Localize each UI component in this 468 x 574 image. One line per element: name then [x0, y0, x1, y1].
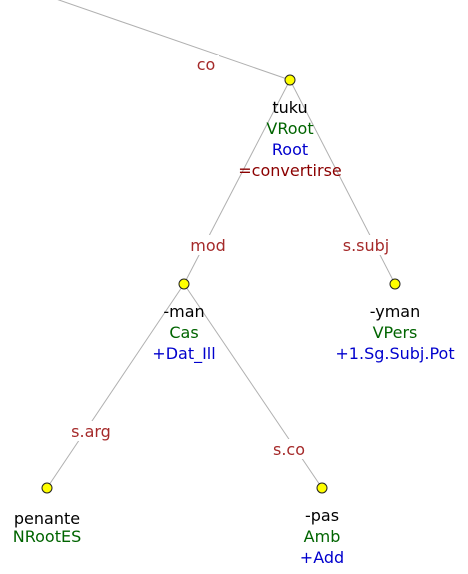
- edge-label-mod: mod: [190, 236, 226, 255]
- node-features-man: +Dat_Ill: [152, 344, 215, 364]
- node-word-penante: penante: [14, 509, 80, 528]
- edge-man-penante: [46, 283, 185, 489]
- node-dot-tuku[interactable]: [284, 74, 296, 86]
- edge-label-bg: [340, 235, 392, 255]
- node-pos-penante: NRootES: [13, 527, 81, 546]
- edge-incoming: [57, 0, 291, 81]
- node-pos-man: Cas: [169, 323, 198, 342]
- node-pos-pas: Amb: [304, 527, 341, 546]
- node-features-pas: +Add: [300, 548, 344, 567]
- edge-label-co: co: [197, 55, 216, 74]
- edge-label-bg: [193, 55, 219, 75]
- edge-label-s-arg: s.arg: [71, 422, 111, 441]
- edge-label-bg: [66, 421, 116, 441]
- node-dot-man[interactable]: [178, 278, 190, 290]
- node-features-tuku: Root: [272, 140, 308, 159]
- node-pos-tuku: VRoot: [266, 119, 313, 138]
- node-word-yman: -yman: [370, 302, 421, 321]
- node-word-tuku: tuku: [272, 98, 307, 117]
- node-gloss-tuku: =convertirse: [238, 161, 342, 180]
- edge-label-bg: [186, 235, 230, 255]
- edge-label-s-co: s.co: [273, 440, 305, 459]
- node-pos-yman: VPers: [373, 323, 418, 342]
- node-dot-pas[interactable]: [316, 482, 328, 494]
- node-word-pas: -pas: [305, 506, 339, 525]
- node-features-yman: +1.Sg.Subj.Pot: [335, 344, 454, 363]
- node-dot-yman[interactable]: [389, 278, 401, 290]
- node-dot-penante[interactable]: [41, 482, 53, 494]
- edge-label-s-subj: s.subj: [343, 236, 390, 255]
- node-word-man: -man: [163, 302, 204, 321]
- edge-label-bg: [268, 439, 310, 459]
